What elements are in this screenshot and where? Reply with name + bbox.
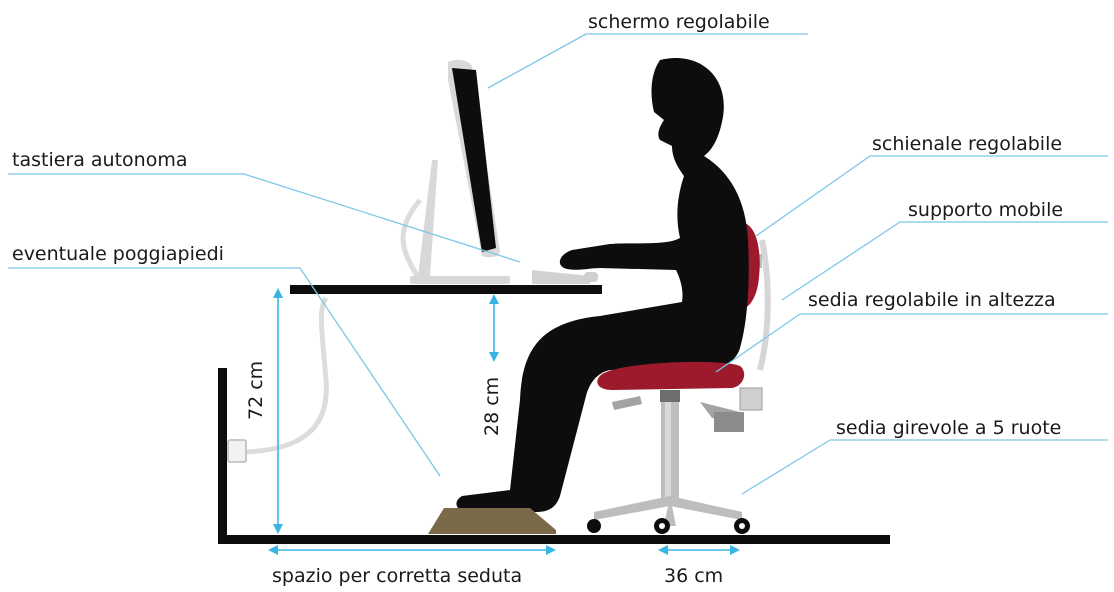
dimension-seating-space: spazio per corretta seduta [268,545,556,587]
chair-base-value: 36 cm [664,565,723,587]
floor-and-wall [218,368,890,544]
footrest [428,508,556,534]
dimension-chair-base: 36 cm [658,545,740,587]
swivel-chair-base [587,390,750,534]
seated-person-silhouette [456,57,749,513]
desk [290,285,602,294]
knee-clearance-value: 28 cm [481,377,503,436]
power-cable [227,198,423,463]
label-adjustable-backrest: schienale regolabile [872,133,1062,155]
label-optional-footrest: eventuale poggiapiedi [12,243,224,265]
label-adjustable-screen: schermo regolabile [588,11,770,33]
dimension-desk-height: 72 cm [245,288,283,534]
label-five-wheel-swivel-chair: sedia girevole a 5 ruote [836,417,1061,439]
chair-seat [597,361,745,390]
leader-lines [8,33,1108,495]
seating-space-label: spazio per corretta seduta [272,565,522,587]
dimension-knee-clearance: 28 cm [481,294,503,436]
keyboard [532,270,598,284]
desk-height-value: 72 cm [245,361,267,420]
label-standalone-keyboard: tastiera autonoma [12,149,187,171]
adjustable-monitor [410,59,510,284]
label-mobile-support: supporto mobile [908,199,1063,221]
label-height-adjustable-chair: sedia regolabile in altezza [808,289,1056,311]
